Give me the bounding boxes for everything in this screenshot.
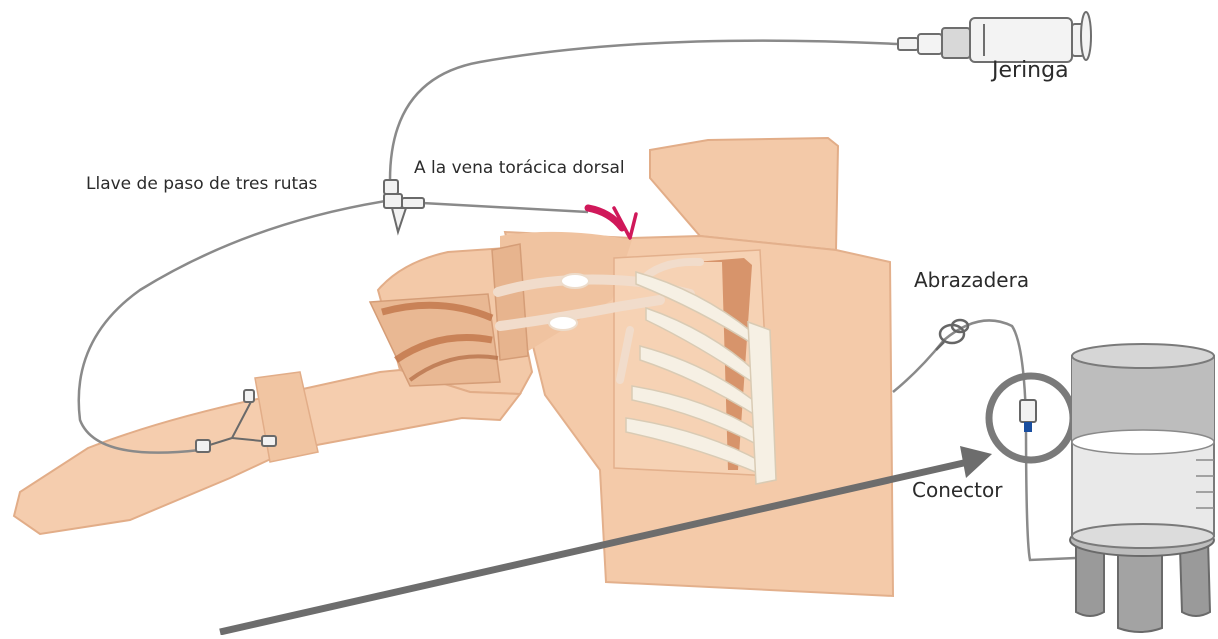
connector-label: Conector xyxy=(912,478,1002,502)
stopcock-icon xyxy=(384,180,424,232)
stopcock-label: Llave de paso de tres rutas xyxy=(86,174,317,194)
clamp-label: Abrazadera xyxy=(914,268,1029,292)
syringe-label: Jeringa xyxy=(992,58,1069,83)
connector-icon xyxy=(989,376,1073,460)
arm-model xyxy=(14,244,532,534)
vein-label: A la vena torácica dorsal xyxy=(414,158,625,178)
fluid-container-icon xyxy=(1070,344,1214,632)
syringe-icon xyxy=(898,12,1091,62)
